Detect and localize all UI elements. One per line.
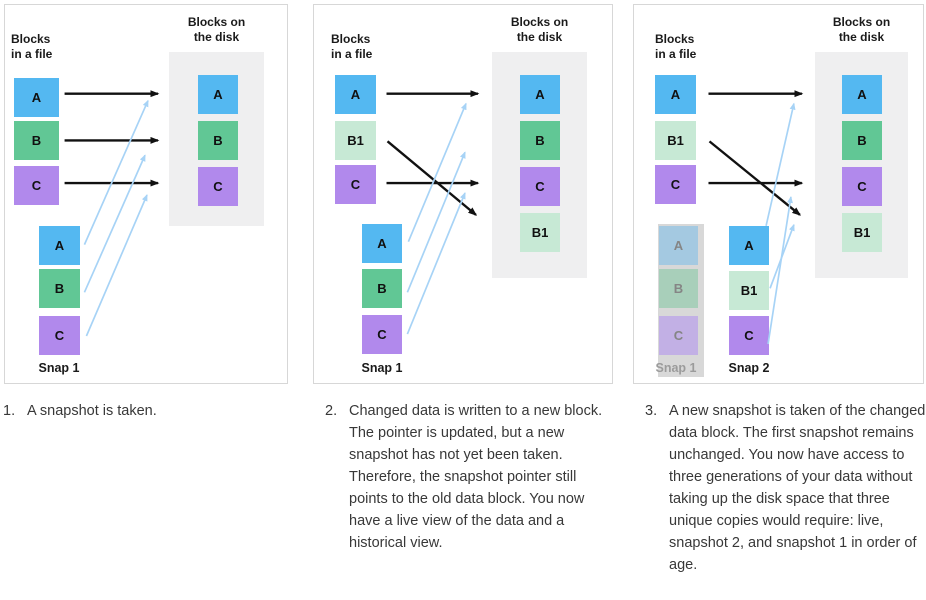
snapshot-label: Snap 1 <box>38 361 80 375</box>
disk-block: A <box>198 75 238 114</box>
snapshot-pointer-arrow-icon <box>85 194 148 337</box>
file-column-header: Blocks in a file <box>331 32 372 62</box>
file-block: B1 <box>655 121 696 160</box>
snapshot-label: Snap 2 <box>728 361 770 375</box>
snapshot-pointer-arrow-icon <box>767 195 793 345</box>
disk-block: C <box>198 167 238 206</box>
file-block: A <box>14 78 59 117</box>
disk-header-line1: Blocks on <box>510 15 569 29</box>
caption-number: 2. <box>325 403 338 419</box>
snapshot-block: C <box>39 316 80 355</box>
snapshot-block: B <box>362 269 402 308</box>
snapshot-pointer-arrow-icon <box>83 99 149 245</box>
file-block: A <box>335 75 376 114</box>
snapshot-block: A <box>729 226 769 265</box>
disk-column-header: Blocks on the disk <box>169 15 264 45</box>
caption-step-2: 2. Changed data is written to a new bloc… <box>325 400 613 554</box>
file-column-header: Blocks in a file <box>655 32 696 62</box>
file-column-header: Blocks in a file <box>11 32 52 62</box>
file-block: A <box>655 75 696 114</box>
snapshot-block: C <box>729 316 769 355</box>
file-block: C <box>14 166 59 205</box>
old-snapshot-label: Snap 1 <box>655 361 697 375</box>
disk-block: B <box>842 121 882 160</box>
caption-text: A snapshot is taken. <box>27 403 157 419</box>
disk-header-line2: the disk <box>193 30 240 44</box>
disk-block: A <box>842 75 882 114</box>
disk-column-header: Blocks on the disk <box>815 15 908 45</box>
disk-block: C <box>520 167 560 206</box>
snapshot-block: C <box>362 315 402 354</box>
old-snapshot-block: A <box>659 226 698 265</box>
file-header-line1: Blocks <box>655 32 695 46</box>
snapshot-pointer-arrow-icon <box>407 102 467 243</box>
disk-column-header: Blocks on the disk <box>492 15 587 45</box>
panel-snapshot-step-1: Blocks in a file Blocks on the disk A B … <box>4 4 288 384</box>
file-header-line2: in a file <box>655 47 697 61</box>
caption-step-1: 1. A snapshot is taken. <box>3 400 288 422</box>
snapshot-block: B <box>39 269 80 308</box>
changed-block-arrow-icon <box>386 140 478 216</box>
disk-header-line2: the disk <box>516 30 563 44</box>
disk-block: B1 <box>842 213 882 252</box>
file-header-line1: Blocks <box>11 32 51 46</box>
disk-header-line2: the disk <box>838 30 885 44</box>
snapshot-pointer-arrow-icon <box>769 223 795 289</box>
file-block: C <box>655 165 696 204</box>
disk-block: A <box>520 75 560 114</box>
snapshot-pointer-arrow-icon <box>406 151 466 293</box>
snapshot-block: A <box>362 224 402 263</box>
file-block: B1 <box>335 121 376 160</box>
file-header-line1: Blocks <box>331 32 371 46</box>
caption-text: A new snapshot is taken of the changed d… <box>669 403 926 573</box>
disk-block: B1 <box>520 213 560 252</box>
old-snapshot-block: C <box>659 316 698 355</box>
changed-block-arrow-icon <box>708 140 802 216</box>
disk-block: B <box>520 121 560 160</box>
caption-text: Changed data is written to a new block. … <box>349 403 603 551</box>
file-header-line2: in a file <box>331 47 373 61</box>
old-snapshot-block: B <box>659 269 698 308</box>
snapshot-block: A <box>39 226 80 265</box>
file-block: C <box>335 165 376 204</box>
caption-number: 3. <box>645 403 658 419</box>
panel-snapshot-step-2: Blocks in a file Blocks on the disk A B1… <box>313 4 613 384</box>
file-header-line2: in a file <box>11 47 53 61</box>
disk-block: B <box>198 121 238 160</box>
snapshot-pointer-arrow-icon <box>765 102 796 226</box>
snapshot-block: B1 <box>729 271 769 310</box>
snapshot-pointer-arrow-icon <box>406 192 466 335</box>
panel-snapshot-step-3: Blocks in a file Blocks on the disk A B1… <box>633 4 924 384</box>
disk-header-line1: Blocks on <box>832 15 891 29</box>
caption-number: 1. <box>3 403 16 419</box>
snapshot-pointer-arrow-icon <box>83 154 146 293</box>
disk-header-line1: Blocks on <box>187 15 246 29</box>
disk-block: C <box>842 167 882 206</box>
snapshot-label: Snap 1 <box>361 361 403 375</box>
caption-step-3: 3. A new snapshot is taken of the change… <box>645 400 926 576</box>
file-block: B <box>14 121 59 160</box>
